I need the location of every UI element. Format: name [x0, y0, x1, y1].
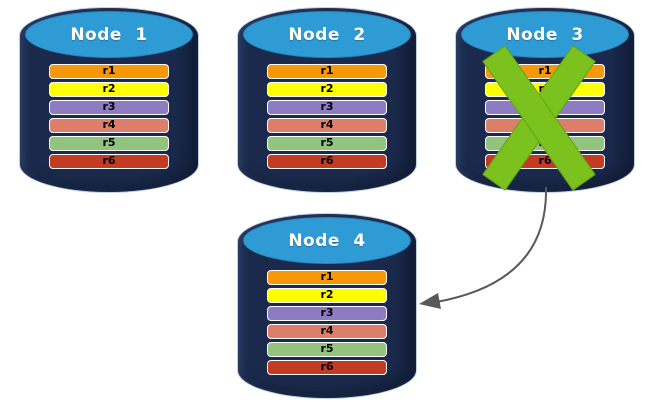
- node-3: Node 3 r1 r2 r3 r4 r5 r6: [456, 8, 634, 192]
- node-2-row-list: r1 r2 r3 r4 r5 r6: [267, 64, 387, 169]
- row-r3: r3: [49, 100, 169, 115]
- node-1-cylinder-top: Node 1: [25, 11, 193, 58]
- node-1: Node 1 r1 r2 r3 r4 r5 r6: [20, 8, 198, 192]
- row-r3: r3: [267, 306, 387, 321]
- row-r5: r5: [267, 136, 387, 151]
- row-r1: r1: [267, 270, 387, 285]
- row-r4: r4: [267, 118, 387, 133]
- node-3-title: Node 3: [506, 24, 584, 45]
- row-r6: r6: [267, 360, 387, 375]
- row-r4: r4: [49, 118, 169, 133]
- row-r5: r5: [267, 342, 387, 357]
- row-r4: r4: [485, 118, 605, 133]
- node-1-row-list: r1 r2 r3 r4 r5 r6: [49, 64, 169, 169]
- node-4-row-list: r1 r2 r3 r4 r5 r6: [267, 270, 387, 375]
- node-4-cylinder-top: Node 4: [243, 217, 411, 264]
- node-2-cylinder-top: Node 2: [243, 11, 411, 58]
- node-4: Node 4 r1 r2 r3 r4 r5 r6: [238, 214, 416, 398]
- node-1-title: Node 1: [70, 24, 148, 45]
- row-r3: r3: [485, 100, 605, 115]
- node-2: Node 2 r1 r2 r3 r4 r5 r6: [238, 8, 416, 192]
- row-r1: r1: [485, 64, 605, 79]
- row-r6: r6: [49, 154, 169, 169]
- row-r1: r1: [267, 64, 387, 79]
- row-r6: r6: [267, 154, 387, 169]
- row-r2: r2: [267, 82, 387, 97]
- row-r2: r2: [49, 82, 169, 97]
- node-3-row-list: r1 r2 r3 r4 r5 r6: [485, 64, 605, 169]
- arrow-head-icon: [419, 293, 441, 309]
- row-r1: r1: [49, 64, 169, 79]
- node-4-title: Node 4: [288, 230, 366, 251]
- node-3-cylinder-top: Node 3: [461, 11, 629, 58]
- node-2-title: Node 2: [288, 24, 366, 45]
- row-r2: r2: [485, 82, 605, 97]
- row-r3: r3: [267, 100, 387, 115]
- arrow-line: [435, 187, 548, 303]
- row-r5: r5: [485, 136, 605, 151]
- row-r4: r4: [267, 324, 387, 339]
- row-r6: r6: [485, 154, 605, 169]
- row-r5: r5: [49, 136, 169, 151]
- row-r2: r2: [267, 288, 387, 303]
